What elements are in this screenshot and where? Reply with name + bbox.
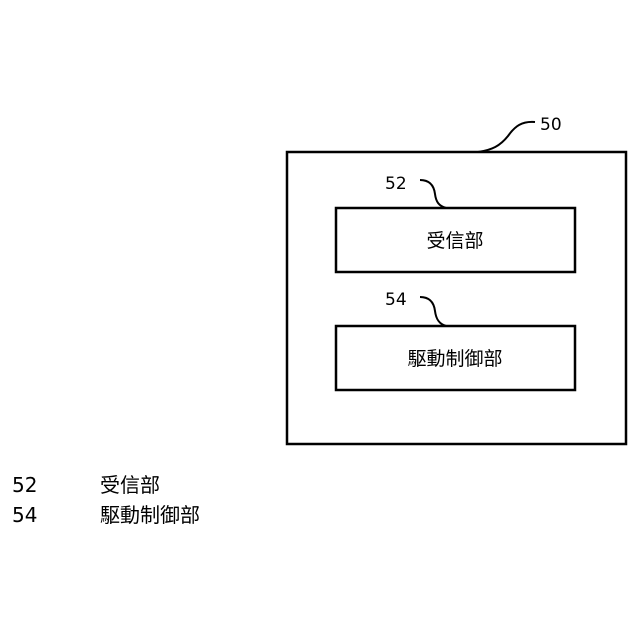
inner-box-receiver-label: 受信部 xyxy=(426,230,483,252)
outer-box xyxy=(287,152,626,444)
outer-box-leader-line xyxy=(478,122,535,152)
inner-box-receiver-leader-line xyxy=(420,180,446,208)
inner-box-receiver-ref: 52 xyxy=(385,174,407,194)
inner-box-drive-control-label: 駆動制御部 xyxy=(407,348,502,370)
inner-box-drive-control-ref: 54 xyxy=(385,290,407,310)
legend: 52 受信部 54 駆動制御部 xyxy=(12,473,200,527)
legend-item-text: 駆動制御部 xyxy=(100,503,200,527)
legend-item-num: 52 xyxy=(12,473,37,497)
outer-box-ref: 50 xyxy=(540,115,562,135)
legend-item-text: 受信部 xyxy=(100,473,160,497)
inner-box-drive-control-leader-line xyxy=(420,297,446,326)
legend-item-num: 54 xyxy=(12,503,37,527)
